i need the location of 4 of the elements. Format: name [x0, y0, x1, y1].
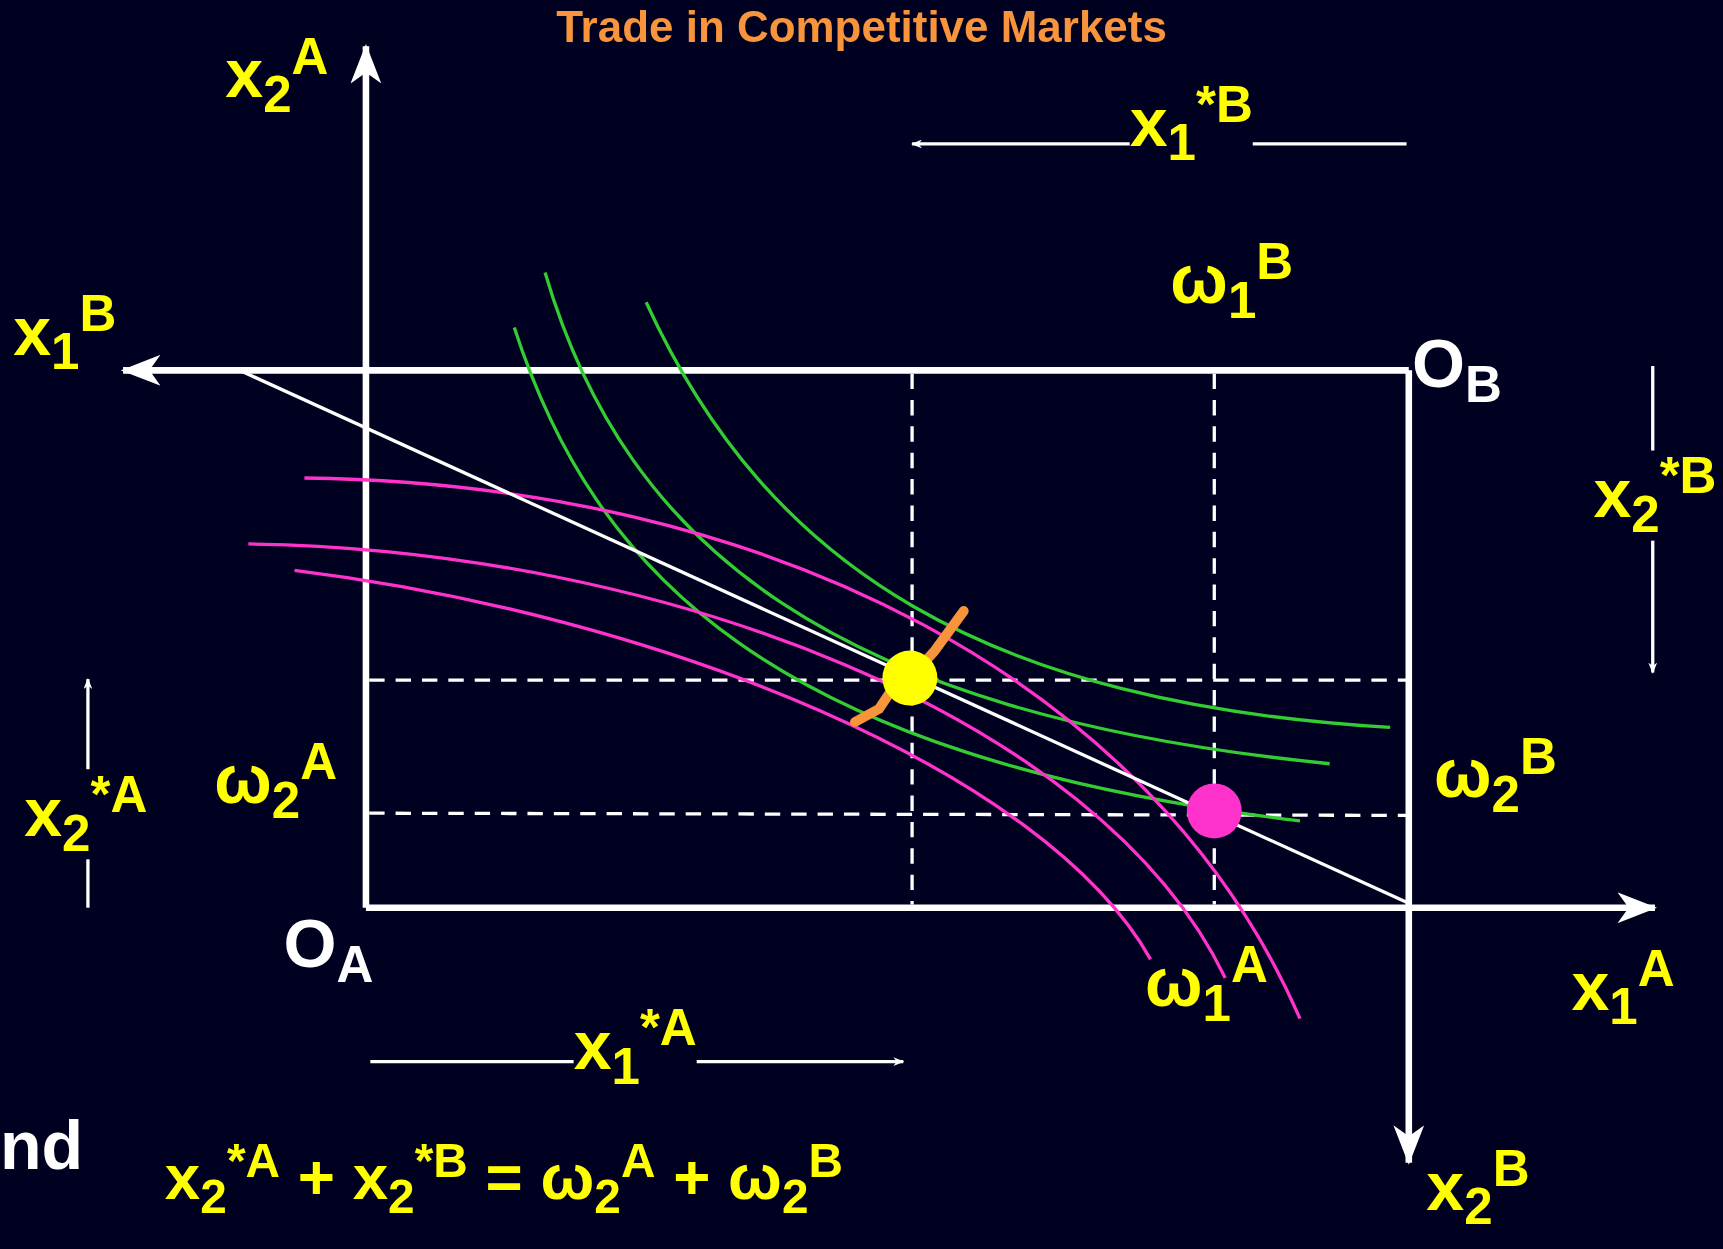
title: Trade in Competitive Markets	[555, 2, 1168, 52]
origin-label: O$_{B}$	[1412, 329, 1502, 410]
text-fragment: nd	[0, 1112, 84, 1181]
origin-label: O$_{A}$	[283, 909, 374, 990]
